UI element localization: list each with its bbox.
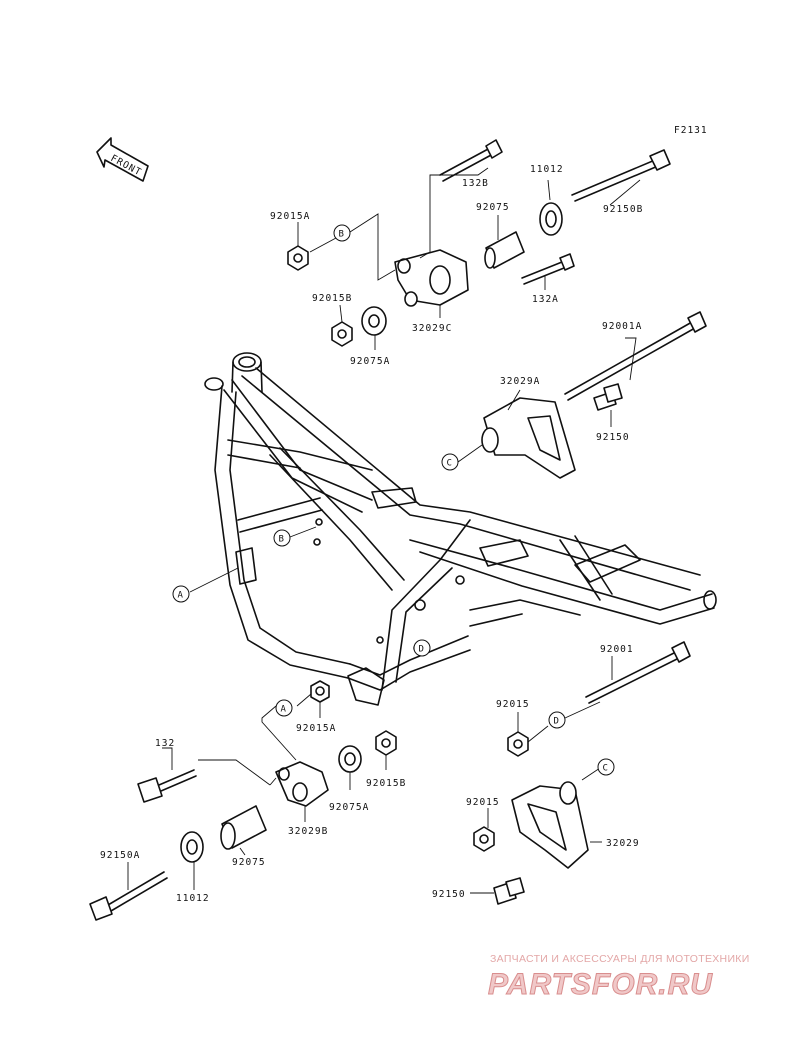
label-132a: 132A: [532, 294, 559, 305]
label-92015-lower: 92015: [466, 797, 500, 808]
watermark-logo: PARTSFOR.RU: [488, 968, 713, 1001]
label-32029b: 32029B: [288, 826, 328, 837]
callout-d-frame: D: [413, 639, 431, 657]
nut-92015-right: [507, 731, 529, 757]
callout-c-bottom: C: [597, 758, 615, 776]
bolt-132b: [439, 139, 503, 182]
label-92001: 92001: [600, 644, 634, 655]
bracket-32029: [511, 781, 589, 869]
label-11012-bottom: 11012: [176, 893, 210, 904]
bolt-92150-right: [593, 383, 623, 411]
svg-text:B: B: [339, 230, 344, 240]
watermark-tagline: ЗАПЧАСТИ И АКСЕССУАРЫ ДЛЯ МОТОТЕХНИКИ: [490, 953, 750, 965]
svg-text:D: D: [554, 717, 559, 727]
bolt-132a: [521, 253, 575, 285]
label-92075-top: 92075: [476, 202, 510, 213]
label-92150b: 92150B: [603, 204, 643, 215]
nut-92015-lower: [473, 826, 495, 852]
nut-92015a-top: [287, 245, 309, 271]
bracket-32029c: [394, 249, 469, 307]
label-92075-bottom: 92075: [232, 857, 266, 868]
figure-code: F2131: [674, 125, 708, 136]
nut-92015b-top: [331, 321, 353, 347]
label-92015a-bottom: 92015A: [296, 723, 336, 734]
front-arrow-icon: FRONT: [96, 137, 149, 182]
label-11012-top: 11012: [530, 164, 564, 175]
label-132b: 132B: [462, 178, 489, 189]
label-92075a-top: 92075A: [350, 356, 390, 367]
motorcycle-frame: [204, 352, 717, 706]
label-132: 132: [155, 738, 175, 749]
label-92015a-top: 92015A: [270, 211, 310, 222]
svg-text:C: C: [447, 459, 452, 469]
label-92015b-bottom: 92015B: [366, 778, 406, 789]
label-92150-right: 92150: [596, 432, 630, 443]
callout-d-bottom: D: [548, 711, 566, 729]
collar-11012-top: [539, 202, 563, 236]
label-32029: 32029: [606, 838, 640, 849]
damper-92075-top: [484, 231, 525, 269]
svg-text:C: C: [603, 764, 608, 774]
label-92001a: 92001A: [602, 321, 642, 332]
svg-text:D: D: [419, 645, 424, 655]
nut-92015b-bottom: [375, 730, 397, 756]
bracket-32029b: [275, 761, 329, 807]
label-92150-bottom: 92150: [432, 889, 466, 900]
label-32029a: 32029A: [500, 376, 540, 387]
callout-a-frame: A: [172, 585, 190, 603]
label-92015b-top: 92015B: [312, 293, 352, 304]
nut-92015a-bottom: [310, 680, 330, 703]
watermark: ЗАПЧАСТИ И АКСЕССУАРЫ ДЛЯ МОТОТЕХНИКИ PA…: [488, 953, 750, 1002]
bolt-92001a: [564, 311, 707, 401]
svg-text:A: A: [178, 591, 184, 601]
callout-a-bottom: A: [275, 699, 293, 717]
collar-11012-bottom: [180, 831, 204, 863]
label-92075a-bottom: 92075A: [329, 802, 369, 813]
label-92150a: 92150A: [100, 850, 140, 861]
bolt-92150a: [89, 871, 168, 921]
bolt-92001: [585, 641, 691, 704]
spacer-92075a-bottom: [338, 745, 362, 773]
bolt-92150-bottom: [493, 877, 525, 905]
leader-lines: [127, 167, 641, 894]
bracket-32029a: [481, 397, 576, 479]
bolt-132: [137, 769, 197, 803]
callout-c-top: C: [441, 453, 459, 471]
bolt-92150b: [571, 149, 671, 202]
spacer-92075a-top: [361, 306, 387, 336]
callout-b-top: B: [333, 224, 351, 242]
label-92015-right: 92015: [496, 699, 530, 710]
svg-text:A: A: [281, 705, 287, 715]
label-32029c: 32029C: [412, 323, 452, 334]
callout-b-frame: B: [273, 529, 291, 547]
damper-92075-bottom: [220, 805, 267, 850]
svg-text:B: B: [279, 535, 284, 545]
part-labels: 132B 11012 92150B 92075 92015A 132A 9201…: [100, 164, 643, 904]
